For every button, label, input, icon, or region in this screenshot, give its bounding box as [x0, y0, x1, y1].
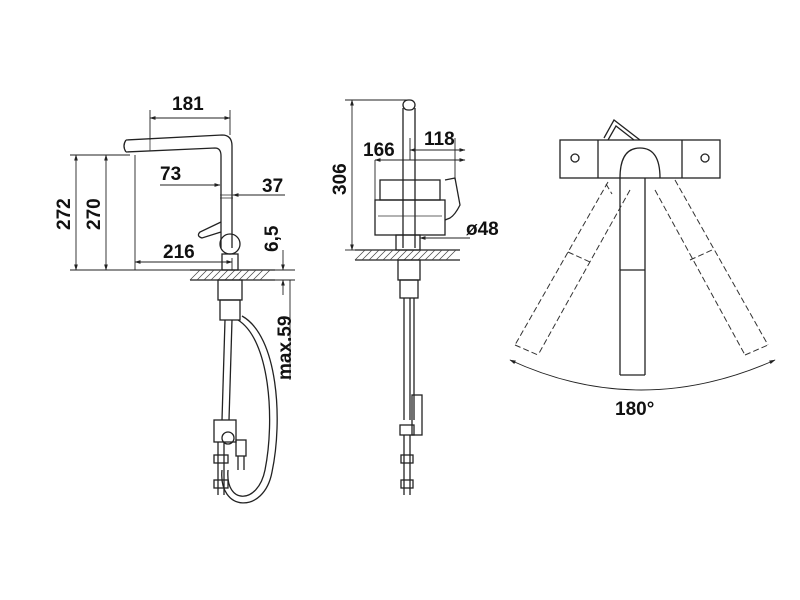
front-view: 306 166 118 ø48	[330, 99, 499, 495]
hatch-line	[368, 249, 380, 261]
hatch-line	[189, 269, 201, 281]
hatch-line	[354, 249, 366, 261]
hatch-line	[224, 269, 236, 281]
hatch-line	[396, 249, 408, 261]
dim-lever-offset: 73	[160, 164, 181, 185]
spout-left-position	[514, 181, 631, 356]
hatch-line	[410, 249, 422, 261]
swivel-angle-label: 180°	[615, 399, 654, 420]
hatch-line	[403, 249, 415, 261]
side-view: 181 272 270 73 37 216 6,5 max.59	[54, 94, 296, 504]
dim-base-offset: 216	[163, 242, 195, 263]
top-view: 180°	[509, 119, 776, 420]
swivel-arc	[509, 359, 776, 391]
dim-front-height: 306	[330, 163, 351, 195]
hatch-line	[252, 269, 264, 281]
hatch-line	[417, 249, 429, 261]
hatch-line	[361, 249, 373, 261]
side-faucet-body	[123, 134, 278, 504]
spout-right-position	[654, 179, 769, 356]
hatch-line	[389, 249, 401, 261]
spout-center-position	[619, 178, 646, 376]
dim-max-deck: max.59	[275, 316, 296, 380]
hatch-line	[245, 269, 257, 281]
hatch-line	[259, 269, 271, 281]
side-dimension-lines	[70, 110, 295, 380]
front-faucet-body	[374, 99, 461, 495]
hatch-line	[238, 269, 250, 281]
hatch-line	[438, 249, 450, 261]
hatch-line	[231, 269, 243, 281]
front-countertop-hatch	[354, 249, 460, 261]
hatch-line	[375, 249, 387, 261]
dim-lever-depth: 37	[262, 176, 283, 197]
hatch-line	[431, 249, 443, 261]
hatch-line	[196, 269, 208, 281]
dim-base-diameter: ø48	[466, 219, 499, 240]
front-dimension-lines	[345, 99, 470, 251]
hatch-line	[382, 249, 394, 261]
hatch-line	[445, 249, 457, 261]
hatch-line	[210, 269, 222, 281]
dim-spout-height: 270	[84, 198, 105, 230]
dim-front-width-a: 166	[363, 140, 395, 161]
side-countertop-hatch	[189, 269, 275, 281]
dim-spout-reach: 181	[172, 94, 204, 115]
top-mounting-plate	[559, 119, 721, 179]
dim-total-height: 272	[54, 198, 75, 230]
dim-front-width-b: 118	[424, 129, 455, 150]
hatch-line	[217, 269, 229, 281]
hatch-line	[203, 269, 215, 281]
dim-deck-thickness: 6,5	[262, 225, 283, 252]
hatch-line	[424, 249, 436, 261]
